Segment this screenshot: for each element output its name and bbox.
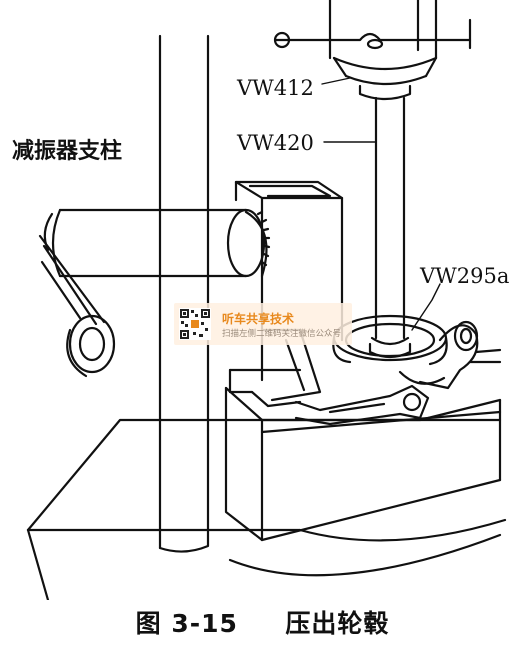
strut-tube	[43, 208, 266, 278]
figure-caption: 图 3-15 压出轮毂	[0, 604, 525, 640]
base-plate	[26, 418, 507, 600]
vw412-adapter	[332, 56, 438, 101]
leader-lines	[321, 77, 441, 331]
watermark-subtitle: 扫描左侧二维码关注微信公众号	[222, 329, 342, 339]
press-diagram	[26, 0, 507, 600]
label-strut: 减振器支柱	[12, 139, 123, 164]
caption-number: 图 3-15	[135, 609, 238, 638]
fixture-block	[224, 386, 502, 542]
qr-code-icon	[179, 308, 211, 340]
spindle-housing	[273, 0, 472, 60]
label-vw412: VW412	[237, 76, 314, 100]
caption-title: 压出轮毂	[285, 609, 390, 638]
label-vw295a: VW295a	[420, 264, 510, 288]
spring-seat	[38, 234, 116, 378]
press-column	[158, 34, 210, 553]
vw420-press-rod	[368, 96, 412, 359]
lever-arm	[418, 320, 502, 390]
watermark-title: 听车共享技术	[222, 312, 295, 326]
label-vw420: VW420	[237, 131, 314, 155]
watermark-badge: 听车共享技术 扫描左侧二维码关注微信公众号	[174, 303, 352, 345]
